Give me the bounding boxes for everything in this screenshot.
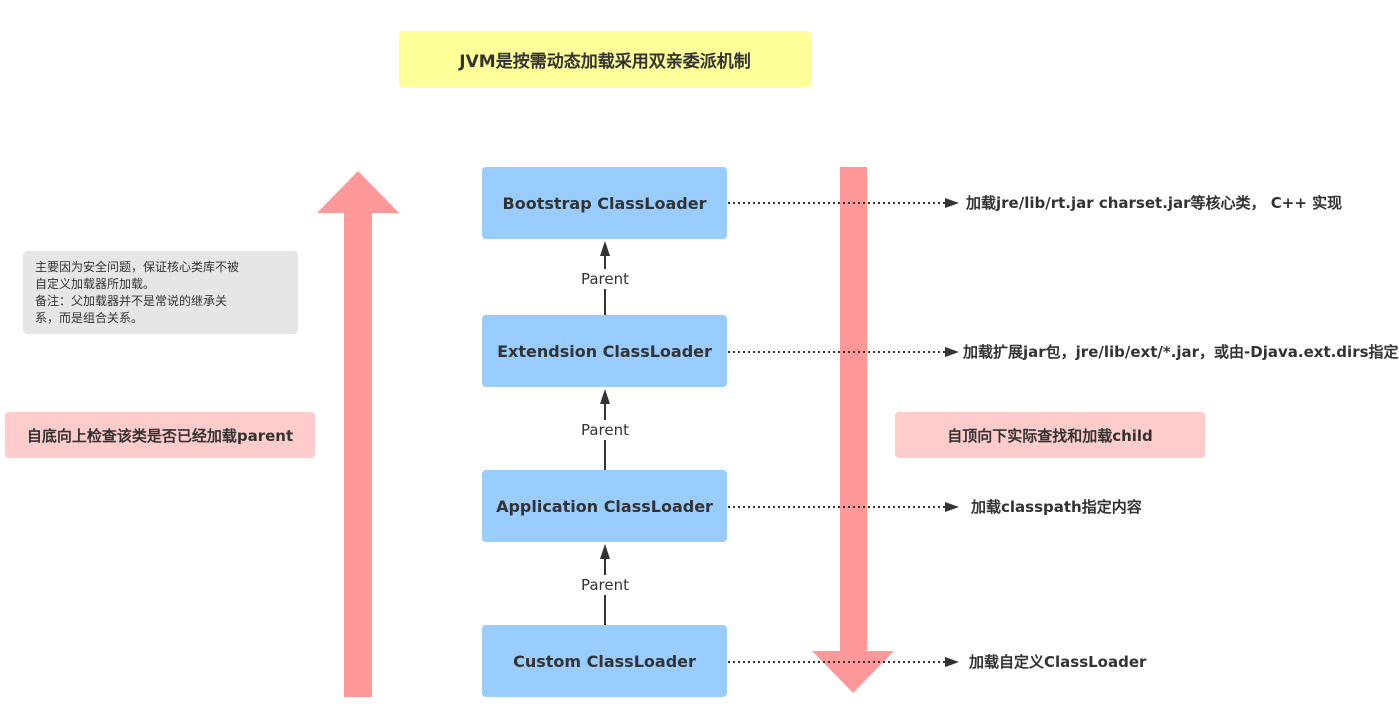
parent-label: Parent bbox=[575, 420, 635, 440]
loader-box-extension: Extendsion ClassLoader bbox=[482, 315, 727, 387]
bottom-up-label: 自底向上检查该类是否已经加载parent bbox=[5, 412, 315, 458]
loader-box-application: Application ClassLoader bbox=[482, 470, 727, 542]
loader-description-custom: 加载自定义ClassLoader bbox=[969, 653, 1147, 671]
loader-description-extension: 加载扩展jar包，jre/lib/ext/*.jar，或由-Djava.ext.… bbox=[963, 343, 1399, 361]
parent-label: Parent bbox=[575, 269, 635, 289]
downward-arrow bbox=[812, 167, 894, 693]
dotted-connector bbox=[728, 198, 959, 208]
upward-arrow bbox=[317, 171, 399, 697]
loader-box-bootstrap: Bootstrap ClassLoader bbox=[482, 167, 727, 239]
loader-box-custom: Custom ClassLoader bbox=[482, 625, 727, 697]
loader-description-application: 加载classpath指定内容 bbox=[971, 498, 1142, 516]
dotted-connector bbox=[728, 502, 959, 512]
dotted-connector bbox=[728, 347, 959, 357]
diagram-title: JVM是按需动态加载采用双亲委派机制 bbox=[399, 31, 811, 87]
note-line: 主要因为安全问题，保证核心类库不被 bbox=[35, 260, 240, 274]
note-line: 自定义加载器所加载。 bbox=[35, 277, 156, 291]
parent-label: Parent bbox=[575, 575, 635, 595]
note-box: 主要因为安全问题，保证核心类库不被 自定义加载器所加载。 备注：父加载器并不是常… bbox=[23, 251, 298, 334]
top-down-label: 自顶向下实际查找和加载child bbox=[895, 412, 1205, 458]
dotted-connector bbox=[728, 657, 959, 667]
note-line: 系，而是组合关系。 bbox=[35, 311, 144, 325]
note-line: 备注：父加载器并不是常说的继承关 bbox=[35, 294, 228, 308]
loader-description-bootstrap: 加载jre/lib/rt.jar charset.jar等核心类， C++ 实现 bbox=[966, 194, 1343, 212]
